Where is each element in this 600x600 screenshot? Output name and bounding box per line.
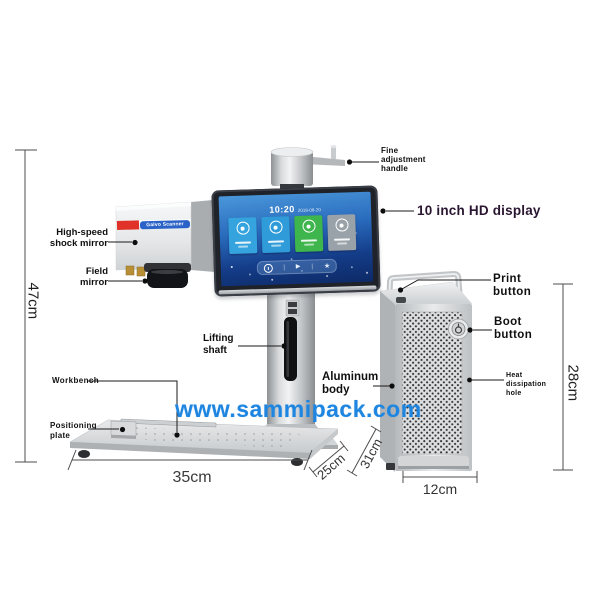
sticker-brand-label: Galvo Scanner [139, 219, 191, 229]
app-tile-1 [228, 217, 258, 255]
fiber-connector [125, 265, 135, 276]
power-icon [263, 263, 273, 273]
screen-dock: ▶ ★ [256, 258, 338, 276]
app-tiles [228, 214, 357, 255]
rubber-foot [78, 450, 90, 458]
box-side-face [380, 291, 395, 472]
leader-lines [87, 159, 504, 438]
screen-sparkles [230, 265, 233, 269]
label-boot-button: Boot button [494, 316, 533, 341]
fine-adjustment-handle-part [270, 145, 345, 194]
star-icon: ★ [323, 262, 331, 270]
workbench-plate [69, 418, 339, 466]
rubber-foot [291, 458, 303, 466]
label-lifting-shaft: Lifting shaft [203, 333, 234, 356]
laser-stand [69, 145, 345, 466]
screen-date: 2018-08-20 [297, 207, 321, 213]
watermark-text: www.sammipack.com [175, 396, 422, 422]
positioning-plate-part [110, 418, 217, 439]
dimension-base-width: 35cm [172, 469, 212, 486]
label-aluminum-body: Aluminum body [322, 371, 379, 396]
dimension-box-height: 28cm [564, 364, 582, 402]
label-high-speed-shock-mirror: High-speed shock mirror [49, 227, 108, 249]
app-tile-4 [327, 214, 357, 251]
fiber-connector [136, 266, 146, 277]
app-tile-3 [294, 215, 324, 253]
dimension-lines [15, 149, 573, 483]
label-print-button: Print button [493, 273, 532, 298]
screen-time: 10:20 [269, 204, 295, 215]
controller-box [379, 271, 473, 472]
gear-icon [235, 221, 250, 235]
boot-button-control [448, 318, 469, 340]
app-tile-2 [261, 216, 291, 254]
label-workbench: Workbench [52, 376, 100, 385]
label-hd-display: 10 inch HD display [417, 203, 541, 218]
dimension-box-width: 12cm [422, 481, 458, 497]
galvo-head [115, 200, 215, 288]
lifting-shaft-slot [284, 317, 297, 381]
play-icon: ▶ [295, 263, 301, 271]
print-button-control [396, 297, 406, 303]
sticker-red-block [116, 220, 140, 230]
label-fine-adjustment-handle: Fine adjustment handle [381, 146, 426, 173]
field-lens [144, 263, 191, 288]
key-icon [301, 219, 316, 233]
label-field-mirror: Field mirror [80, 266, 108, 288]
label-heat-dissipation-hole: Heat dissipation hole [506, 372, 547, 398]
label-positioning-plate: Positioning plate [50, 421, 97, 440]
box-foot [386, 463, 395, 470]
dimension-height: 47cm [24, 282, 42, 320]
lifting-column [244, 290, 338, 449]
edit-icon [268, 220, 283, 234]
scanner-sticker: Galvo Scanner [116, 219, 192, 230]
settings-icon [334, 218, 349, 232]
